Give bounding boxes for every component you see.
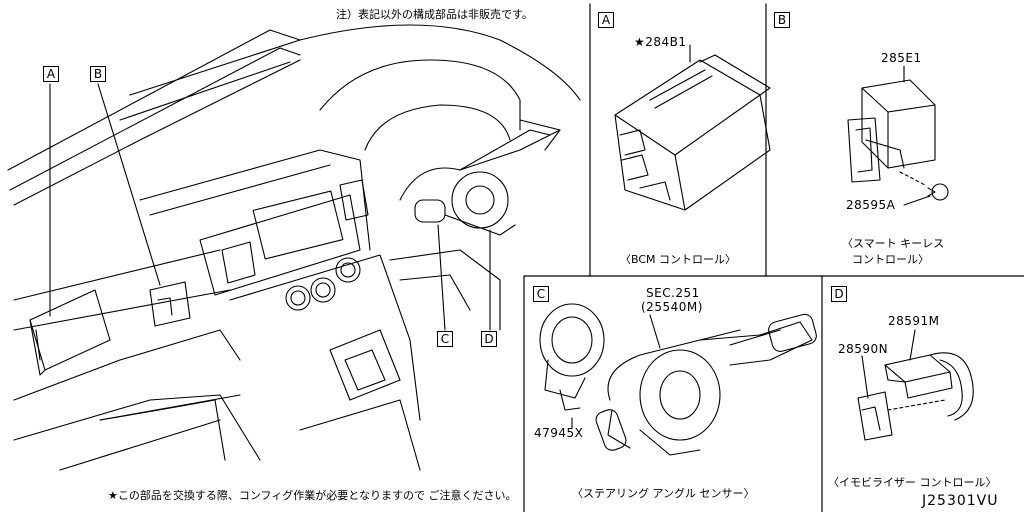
note-top: 注）表記以外の構成部品は非販売です。 <box>336 8 533 21</box>
panel-a-letter: A <box>598 12 614 28</box>
panel-b-caption-line2: コントロール〉 <box>852 253 929 266</box>
callout-box-b: B <box>90 66 106 82</box>
panel-c-caption: 〈ステアリング アングル センサー〉 <box>572 487 755 500</box>
panel-d-caption: 〈イモビライザー コントロール〉 <box>828 476 997 489</box>
part-number-28591m: 28591M <box>888 314 940 328</box>
dashboard-overview-drawing <box>7 24 581 471</box>
keyless-unit-drawing <box>847 65 949 206</box>
bcm-unit-drawing <box>614 44 771 211</box>
steering-angle-sensor-drawing <box>539 303 817 456</box>
part-number-285e1: 285E1 <box>881 51 922 65</box>
panel-borders <box>523 3 1024 512</box>
sec-251-label: SEC.251 <box>646 286 700 300</box>
overview-bcm-unit <box>29 289 111 376</box>
panel-b-caption-line1: 〈スマート キーレス <box>842 237 945 250</box>
callout-box-d: D <box>481 331 497 347</box>
drawing-id: J25301VU <box>922 493 999 509</box>
panel-b-letter: B <box>774 12 790 28</box>
callout-box-a: A <box>43 66 59 82</box>
callout-box-c: C <box>437 331 453 347</box>
note-bottom: ★この部品を交換する際、コンフィグ作業が必要となりますので ご注意ください。 <box>108 489 517 502</box>
panel-d-letter: D <box>831 286 847 302</box>
panel-a-caption: 〈BCM コントロール〉 <box>620 253 737 266</box>
sec-25540m-label: (25540M) <box>641 300 703 314</box>
part-number-28595a: 28595A <box>846 198 896 212</box>
immobilizer-drawing <box>857 329 974 441</box>
overview-keyless-unit <box>149 281 191 327</box>
part-number-284b1: ★284B1 <box>634 35 687 49</box>
part-number-28590n: 28590N <box>838 342 889 356</box>
part-number-47945x: 47945X <box>534 426 584 440</box>
panel-c-letter: C <box>533 286 549 302</box>
